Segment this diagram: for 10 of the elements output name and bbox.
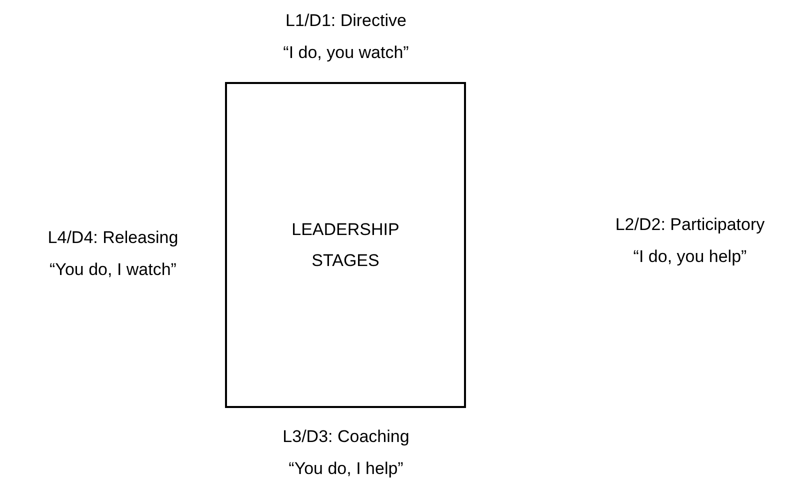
- stage-quote: “I do, you watch”: [282, 43, 410, 63]
- box-title: LEADERSHIP STAGES: [290, 219, 400, 272]
- stage-label: L2/D2: Participatory: [614, 215, 766, 235]
- stage-quote: “You do, I watch”: [48, 260, 178, 280]
- stage-label: L4/D4: Releasing: [46, 228, 180, 248]
- stage-label: L3/D3: Coaching: [282, 427, 410, 447]
- stage-box: [225, 82, 466, 408]
- stage-quote: “You do, I help”: [288, 459, 404, 479]
- stage-label: L1/D1: Directive: [284, 11, 408, 31]
- stage-quote: “I do, you help”: [632, 247, 748, 267]
